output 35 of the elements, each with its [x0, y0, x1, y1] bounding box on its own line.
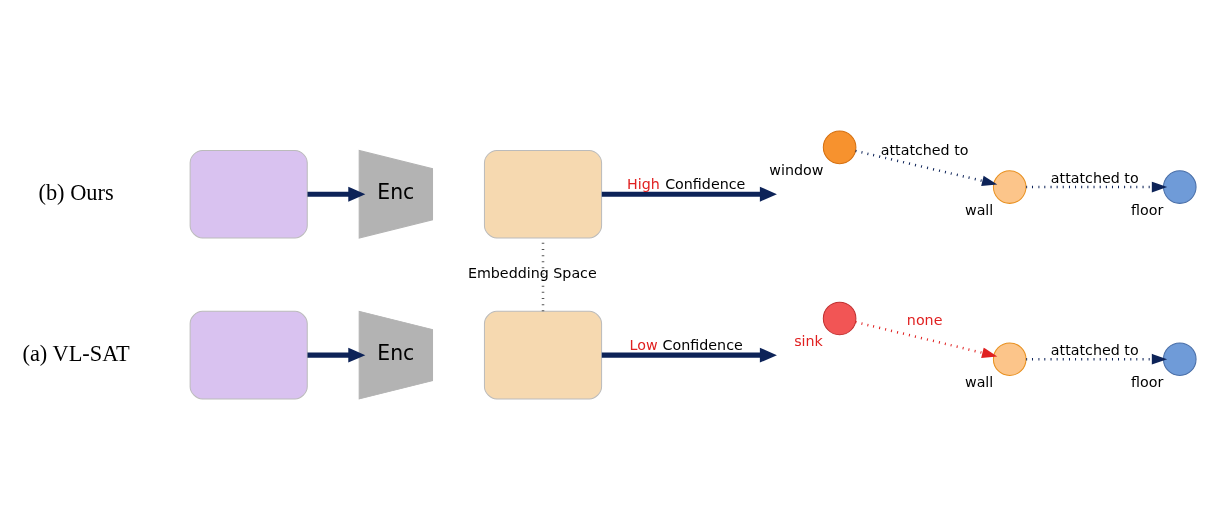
node-box	[189, 310, 308, 399]
edge-label: attatched to	[1050, 169, 1139, 186]
edge-label: High Confidence	[627, 175, 746, 192]
node-circle	[992, 169, 1027, 204]
node-box	[483, 149, 603, 238]
arrow	[307, 186, 366, 202]
node-label: floor	[1131, 373, 1164, 390]
node-label: wall	[964, 201, 994, 218]
node-circle	[1162, 341, 1197, 376]
edge-label: Embedding Space	[467, 264, 597, 281]
node-box: Enc	[358, 310, 434, 400]
node-label: sink	[794, 332, 823, 349]
edge-label: attatched to	[1050, 341, 1139, 358]
label: (b) Ours	[38, 179, 114, 205]
arrow	[601, 347, 777, 363]
arrow	[1026, 353, 1168, 365]
node-label: floor	[1131, 201, 1164, 218]
edge-label: Low Confidence	[629, 336, 743, 353]
arrow	[855, 320, 998, 358]
node-circle	[1162, 169, 1197, 204]
label: (a) VL-SAT	[22, 340, 130, 366]
node-box	[189, 149, 308, 238]
node-label: window	[769, 161, 824, 178]
edge-label: none	[906, 311, 943, 328]
node-box	[483, 310, 603, 399]
node-label: wall	[964, 373, 994, 390]
edge-label: attatched to	[880, 141, 969, 158]
node-circle	[992, 341, 1027, 376]
arrow	[307, 347, 366, 363]
node-circle	[822, 130, 857, 164]
arrow	[1026, 181, 1168, 192]
node-box: Enc	[358, 149, 434, 239]
arrow	[601, 186, 777, 202]
arrow	[855, 149, 998, 186]
node-circle	[822, 301, 857, 335]
